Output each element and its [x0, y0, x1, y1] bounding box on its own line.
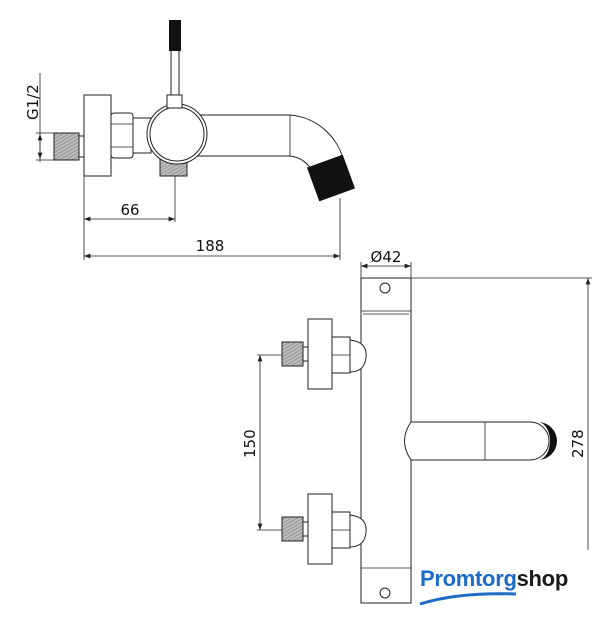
logo-part1: Promtorg — [420, 566, 517, 591]
hex-nut — [110, 112, 134, 159]
dim-66-label: 66 — [120, 201, 139, 219]
mixer-body — [149, 106, 205, 162]
dim-150-label: 150 — [241, 429, 259, 458]
side-view: G1/2 66 188 — [24, 20, 356, 260]
front-spout — [404, 421, 550, 461]
dim-188-label: 188 — [196, 237, 225, 255]
promtorgshop-logo: Promtorgshop — [420, 566, 568, 592]
inlet-thread — [53, 132, 80, 161]
dim-thread-label: G1/2 — [24, 84, 42, 120]
inlet-fitting — [78, 135, 85, 158]
front-view: Ø42 278 150 — [241, 248, 592, 604]
logo-swoosh-icon — [419, 592, 517, 606]
lower-inlet — [281, 493, 367, 565]
upper-inlet — [281, 318, 367, 390]
wall-flange — [83, 94, 112, 177]
bottom-screw — [379, 587, 391, 599]
dim-278-label: 278 — [569, 429, 587, 458]
front-aerator — [538, 422, 557, 460]
lever-handle — [169, 20, 181, 51]
thermostat-body — [360, 277, 412, 604]
lever-rod — [170, 49, 180, 96]
top-screw — [379, 282, 391, 294]
logo-part2: shop — [516, 566, 569, 591]
aerator-nozzle — [306, 154, 356, 202]
lever-base — [166, 94, 183, 109]
dim-diameter-label: Ø42 — [371, 248, 402, 266]
